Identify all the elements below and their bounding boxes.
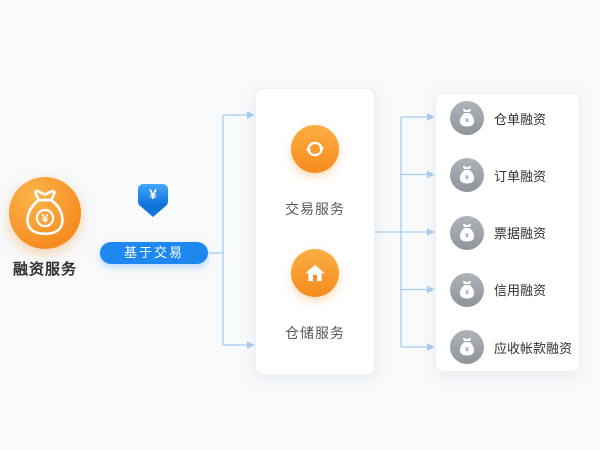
money-bag-icon: ¥ [450, 272, 484, 307]
service-label: 仓储服务 [285, 325, 345, 341]
financing-options-card: ¥ 仓单融资 ¥ 订单融资 ¥ [435, 93, 580, 372]
based-on-transaction-badge: 基于交易 [100, 242, 208, 264]
yen-down-arrow-icon: ¥ [138, 184, 168, 217]
financing-item: ¥ 票据融资 [436, 215, 579, 250]
warehouse-icon [291, 249, 339, 297]
source-label: 融资服务 [12, 261, 77, 278]
service-item-transaction: 交易服务 [256, 125, 374, 219]
service-item-warehouse: 仓储服务 [256, 249, 374, 343]
down-arrow-tip [138, 204, 168, 217]
financing-item: ¥ 信用融资 [436, 272, 579, 307]
financing-item-label: 仓单融资 [494, 111, 547, 127]
financing-item-label: 应收帐款融资 [494, 340, 573, 356]
financing-item: ¥ 应收帐款融资 [436, 330, 579, 364]
yen-symbol: ¥ [138, 184, 168, 204]
money-bag-icon: ¥ [450, 215, 484, 250]
yen-symbol: ¥ [42, 211, 49, 225]
yen-symbol: ¥ [465, 175, 469, 182]
financing-source-node: ¥ 融资服务 [6, 177, 84, 279]
yen-symbol: ¥ [465, 289, 469, 296]
financing-item-label: 订单融资 [494, 168, 547, 184]
money-bag-icon: ¥ [9, 177, 81, 249]
yen-symbol: ¥ [465, 232, 469, 239]
exchange-icon [291, 125, 339, 173]
yen-symbol: ¥ [465, 117, 469, 124]
service-label: 交易服务 [285, 201, 345, 217]
money-bag-icon: ¥ [450, 158, 484, 193]
yen-symbol: ¥ [465, 346, 469, 353]
services-card: 交易服务 仓储服务 [255, 88, 375, 375]
financing-item-label: 票据融资 [494, 226, 547, 241]
money-bag-icon: ¥ [450, 330, 484, 364]
financing-item: ¥ 订单融资 [436, 158, 579, 193]
financing-item: ¥ 仓单融资 [436, 101, 579, 135]
financing-item-label: 信用融资 [494, 283, 547, 299]
money-bag-icon: ¥ [450, 101, 484, 135]
